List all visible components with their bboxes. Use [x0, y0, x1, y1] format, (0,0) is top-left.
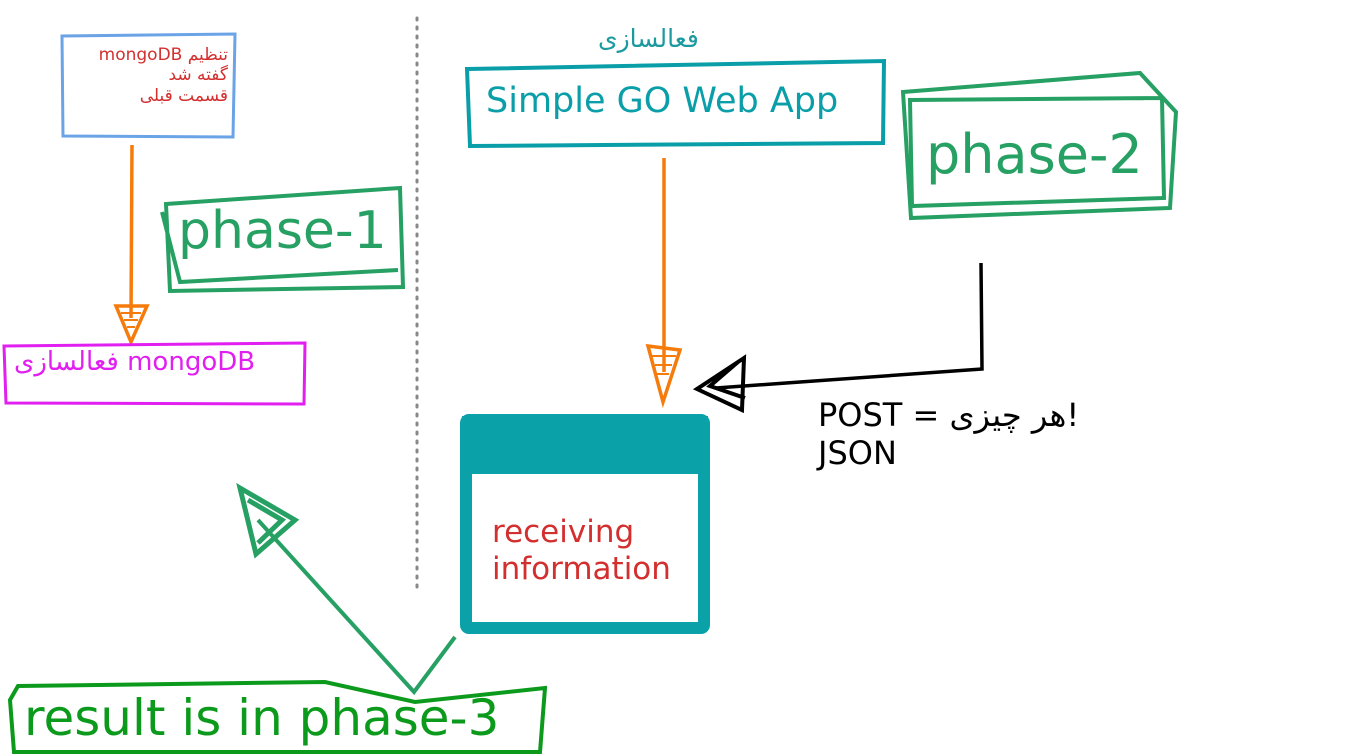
result-banner [7, 679, 548, 754]
app-title-label: Simple GO Web App [486, 81, 839, 121]
result3-label: result is in phase-3 [24, 689, 500, 747]
orange-arrow-left-head [113, 304, 150, 347]
phase2-label: phase-2 [926, 123, 1143, 186]
black-arrow-head [692, 354, 747, 414]
post-json-label: POST = هر چیزی! JSON [818, 396, 1080, 473]
orange-arrow-center-hatch [652, 355, 676, 375]
green-arrow-head [236, 482, 300, 559]
orange-arrow-left-shaft [129, 144, 134, 319]
app-title-box [464, 58, 887, 149]
prev-note-label: تنظیم mongoDB گفته شد قسمت قبلی [98, 45, 228, 106]
receiving-label: receiving information [492, 514, 671, 588]
orange-arrow-center-head [645, 343, 683, 409]
mongo-activate-box [2, 341, 307, 406]
phase1-box [160, 185, 406, 294]
orange-arrow-left-hatch [121, 312, 141, 328]
activate-top-label: فعالسازی [598, 24, 699, 53]
phase2-box [900, 70, 1179, 221]
phase1-label: phase-1 [178, 201, 387, 261]
receiving-window-titlebar [462, 416, 708, 474]
black-arrow-shaft [715, 262, 984, 390]
green-arrow-shaft [256, 518, 457, 696]
prev-note-box [60, 32, 237, 139]
mongo-activate-label: فعالسازی mongoDB [14, 347, 256, 377]
